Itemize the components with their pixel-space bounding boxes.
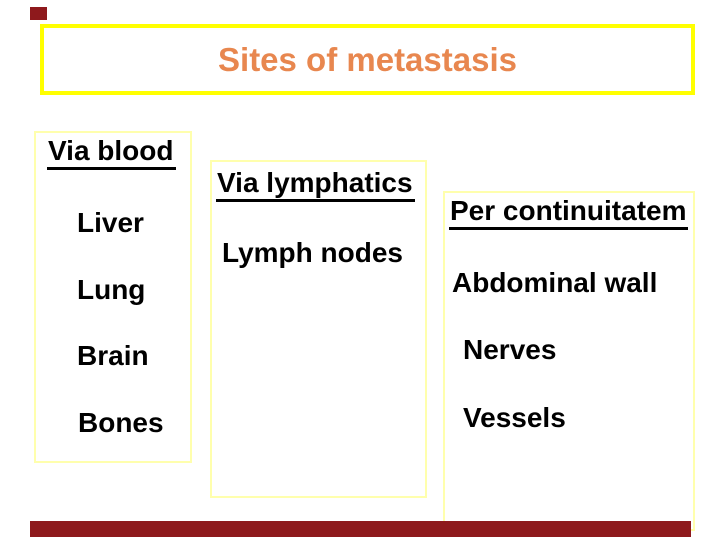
title-box: Sites of metastasis (40, 24, 695, 95)
column-header-label: Per continuitatem (449, 197, 689, 230)
column-header-via-blood: Via blood (47, 137, 176, 170)
column-header-label: Via blood (47, 137, 176, 170)
via-lymphatics-box: Via lymphatics Lymph nodes (210, 160, 427, 498)
list-item-abdominal-wall: Abdominal wall (452, 267, 658, 298)
list-item-vessels: Vessels (463, 402, 566, 433)
list-item-lung: Lung (77, 274, 146, 305)
list-item-bones: Bones (78, 407, 164, 438)
column-header-per-continuitatem: Per continuitatem (449, 197, 689, 230)
page-title: Sites of metastasis (218, 40, 517, 78)
list-item-liver: Liver (77, 207, 144, 238)
per-continuitatem-box: Per continuitatem Abdominal wall Nerves … (443, 191, 695, 531)
list-item-lymph-nodes: Lymph nodes (222, 237, 403, 268)
list-item-nerves: Nerves (463, 334, 557, 365)
via-blood-box: Via blood Liver Lung Brain Bones (34, 131, 192, 463)
column-header-via-lymphatics: Via lymphatics (216, 169, 415, 202)
column-header-label: Via lymphatics (216, 169, 415, 202)
accent-bar-bottom (30, 521, 691, 537)
list-item-brain: Brain (77, 340, 149, 371)
accent-bar-top (30, 7, 47, 20)
